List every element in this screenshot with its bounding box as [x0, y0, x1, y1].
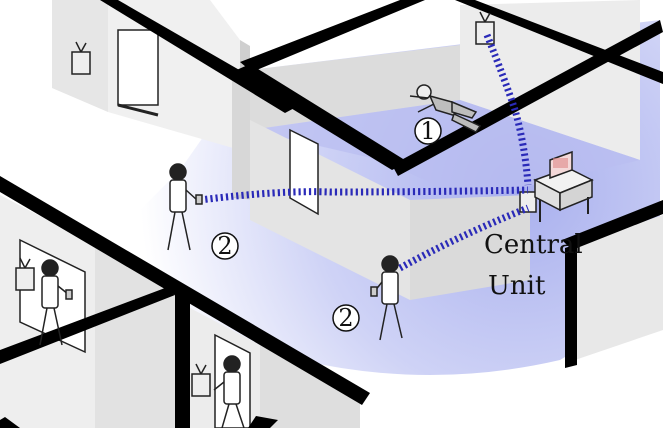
- radio-waves: [199, 33, 532, 272]
- fallen-person-icon: [409, 84, 482, 133]
- wall-sensor-icon: [191, 363, 211, 397]
- svg-text:1: 1: [420, 117, 435, 145]
- central-unit-label-line1: Central: [484, 230, 583, 260]
- central-unit-label-line2: Unit: [488, 271, 546, 301]
- person-icon: [39, 259, 73, 346]
- svg-text:2: 2: [217, 232, 232, 260]
- wall-sensor-icon: [475, 11, 495, 45]
- person-icon: [167, 163, 203, 251]
- central-unit-icon: [533, 150, 594, 222]
- person-icon: [213, 355, 245, 428]
- wave-caregiver-b: [398, 204, 530, 272]
- marker-caregiver-a: 2: [211, 232, 239, 260]
- wall-sensor-icon: [15, 257, 35, 291]
- wave-bedroom-sensor: [483, 33, 532, 186]
- wall-sensor-icon: [71, 41, 91, 75]
- wave-caregiver-a: [199, 186, 529, 204]
- marker-fallen: 1: [414, 117, 442, 145]
- svg-text:2: 2: [338, 304, 353, 332]
- marker-caregiver-b: 2: [332, 304, 360, 332]
- person-icon: [370, 255, 403, 341]
